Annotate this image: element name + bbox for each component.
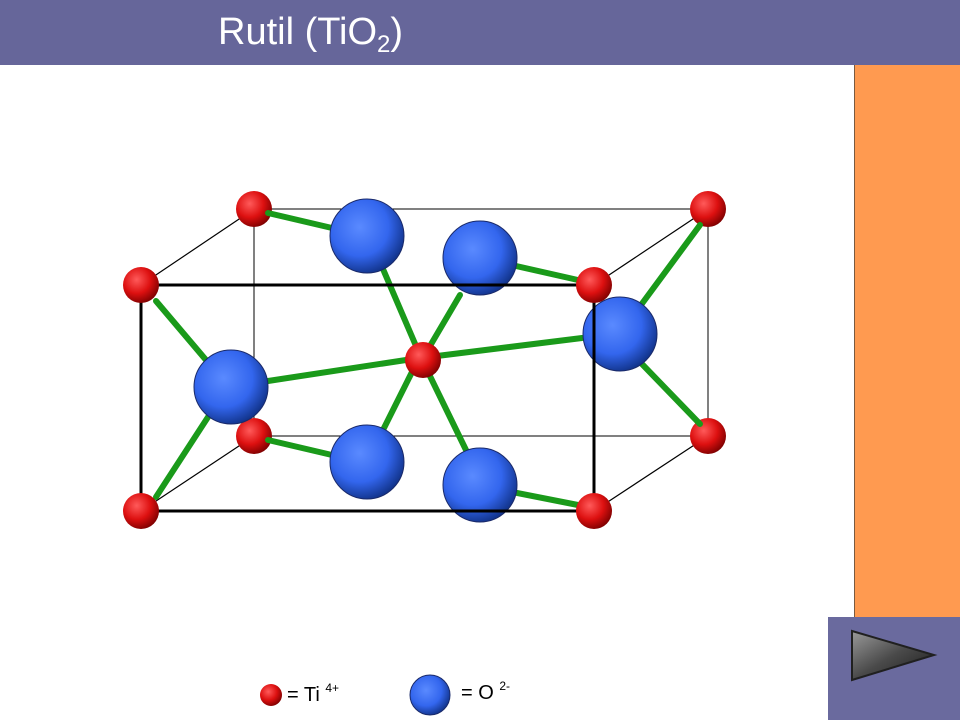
- ti-atom: [236, 418, 272, 454]
- o-atom: [329, 198, 405, 274]
- play-triangle-icon: [851, 629, 938, 682]
- page-title: Rutil (TiO2): [218, 11, 404, 58]
- ti-atom: [236, 191, 272, 227]
- o-atom: [193, 349, 269, 425]
- unit-cell-depth-edges: [140, 208, 709, 512]
- side-panel: [854, 65, 960, 617]
- legend-ti-swatch: [260, 684, 282, 706]
- title-subscript: 2: [377, 31, 391, 58]
- next-slide-button[interactable]: [828, 617, 960, 720]
- ti-charge: 4+: [325, 681, 340, 695]
- legend-o-label: = O 2-: [461, 679, 511, 704]
- ti-atom: [576, 267, 612, 303]
- ti-atom: [123, 267, 159, 303]
- ti-atom: [123, 493, 159, 529]
- unit-cell-back-frame: [253, 208, 709, 437]
- legend-o-swatch: [409, 674, 451, 716]
- o-atom: [582, 296, 658, 372]
- ti-atom: [405, 342, 441, 378]
- ti-o-bonds: [153, 210, 703, 508]
- o-atom: [442, 447, 518, 523]
- unit-cell-front-frame: [139, 283, 596, 513]
- legend-ti-label: = Ti 4+: [287, 681, 340, 706]
- title-bar: Rutil (TiO2): [0, 0, 960, 65]
- o-charge: 2-: [499, 679, 511, 693]
- ti-atom: [690, 418, 726, 454]
- o-atom: [442, 220, 518, 296]
- ti-atom: [690, 191, 726, 227]
- o-atom: [329, 424, 405, 500]
- ti-atom: [576, 493, 612, 529]
